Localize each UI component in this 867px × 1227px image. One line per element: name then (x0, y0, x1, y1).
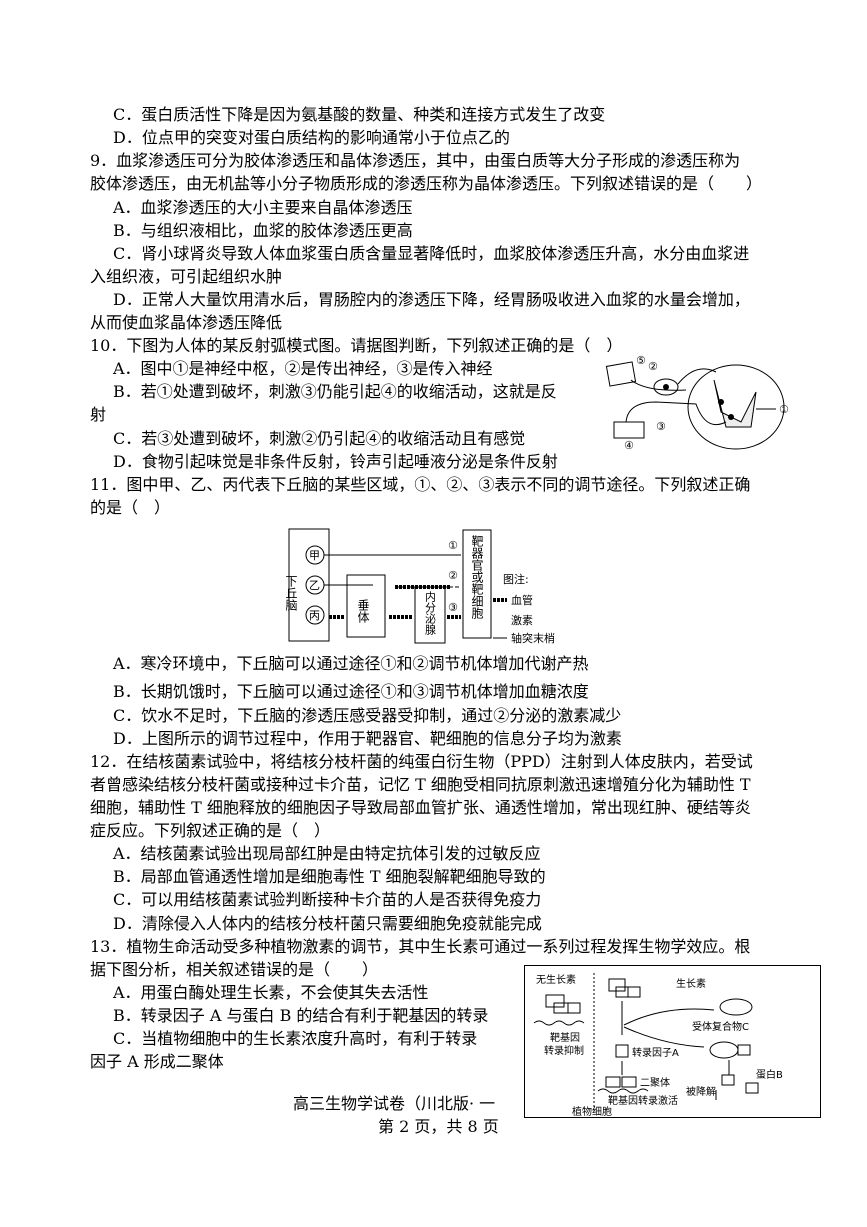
option-line: A．结核菌素试验出现局部红肿是由特定抗体引发的过敏反应 (113, 844, 541, 863)
auxin-label: 生长素 (676, 977, 706, 990)
repression-label: 转录抑制 (544, 1044, 584, 1057)
question-line: 12．在结核菌素试验中，将结核分枝杆菌的纯蛋白衍生物（PPD）注射到人体皮肤内，… (90, 752, 753, 771)
option-line: C．当植物细胞中的生长素浓度升高时，有利于转录 (113, 1029, 478, 1048)
question-line: 者曾感染结核分枝杆菌或接种过卡介苗，记忆 T 细胞受相同抗原刺激迅速增殖分化为辅… (90, 775, 751, 794)
activation-label: 靶基因转录激活 (608, 1094, 678, 1107)
page-number: 第 2 页，共 8 页 (378, 1117, 499, 1136)
option-line: C．蛋白质活性下降是因为氨基酸的数量、种类和连接方式发生了改变 (113, 105, 606, 124)
option-line: A．寒冷环境中，下丘脑可以通过途径①和②调节机体增加代谢产热 (113, 654, 589, 673)
label-1: ① (779, 403, 789, 416)
pathway-3: ③ (448, 601, 458, 614)
option-line: D．位点甲的突变对蛋白质结构的影响通常小于位点乙的 (113, 128, 510, 147)
target-label: 靶器官或靶细胞 (470, 535, 484, 620)
degraded-label: 被降解 (686, 1085, 716, 1098)
pituitary-label: 垂体 (356, 599, 370, 624)
gland-label: 内分泌腺 (424, 590, 437, 636)
tf-a-label: 转录因子A (632, 1046, 679, 1059)
option-line: B．局部血管通透性增加是细胞毒性 T 细胞裂解靶细胞导致的 (113, 867, 546, 886)
option-line: A．图中①是神经中枢，②是传出神经，③是传入神经 (113, 359, 493, 378)
legend-vessel: 血管 (511, 593, 533, 607)
option-line: B．转录因子 A 与蛋白 B 的结合有利于靶基因的转录 (113, 1006, 489, 1025)
auxin-signaling-figure: 无生长素 靶基因 转录抑制 生长素 受体复合物C 转录因子A 二聚体 靶基因转录… (524, 965, 821, 1118)
question-line: 症反应。下列叙述正确的是（ ） (90, 821, 331, 840)
option-line: B．与组织液相比，血浆的胶体渗透压更高 (113, 221, 413, 240)
question-line: 11．图中甲、乙、丙代表下丘脑的某些区域，①、②、③表示不同的调节途径。下列叙述… (90, 475, 751, 494)
label-4: ④ (624, 439, 634, 452)
question-line: 13．植物生命活动受多种植物激素的调节，其中生长素可通过一系列过程发挥生物学效应… (90, 937, 751, 956)
option-line: C．饮水不足时，下丘脑的渗透压感受器受抑制，通过②分泌的激素减少 (113, 706, 622, 725)
footer-title: 高三生物学试卷（川北版· 一 (293, 1094, 496, 1113)
option-line: B．长期饥饿时，下丘脑可以通过途径①和③调节机体增加血糖浓度 (113, 682, 589, 701)
legend-title: 图注: (503, 572, 529, 586)
target-gene-label: 靶基因 (550, 1031, 580, 1044)
option-line: C．可以用结核菌素试验判断接种卡介苗的人是否获得免疫力 (113, 890, 542, 909)
option-line: A．血浆渗透压的大小主要来自晶体渗透压 (113, 198, 413, 217)
yi-label: 乙 (309, 579, 320, 592)
question-line: 射 (90, 405, 107, 424)
reflex-arc-figure: ① ② ③ ④ ⑤ (596, 352, 796, 452)
option-line: B．若①处遭到破坏，刺激③仍能引起④的收缩活动，这就是反 (113, 382, 557, 401)
pathway-1: ① (448, 539, 458, 552)
dimer-label: 二聚体 (640, 1077, 670, 1089)
label-5: ⑤ (636, 354, 646, 367)
question-line: 因子 A 形成二聚体 (90, 1052, 224, 1071)
legend-axon: 轴突末梢 (511, 631, 555, 645)
jia-label: 甲 (309, 549, 320, 562)
option-line: C．若③处遭到破坏，刺激②仍引起④的收缩活动且有感觉 (113, 429, 526, 448)
hypothalamus-figure: 甲 乙 丙 下丘脑 垂体 内分泌腺 靶器官或靶细胞 ① ② ③ 图注: 血管 激… (285, 525, 615, 647)
option-line: D．清除侵入人体内的结核分枝杆菌只需要细胞免疫就能完成 (113, 914, 542, 933)
label-3: ③ (656, 420, 666, 433)
question-line: 胶体渗透压，由无机盐等小分子物质形成的渗透压称为晶体渗透压。下列叙述错误的是（ … (90, 174, 763, 193)
complex-c-label: 受体复合物C (692, 1020, 749, 1033)
question-line: 从而使血浆晶体渗透压降低 (90, 313, 283, 332)
option-line: D．正常人大量饮用清水后，胃肠腔内的渗透压下降，经胃肠吸收进入血浆的水量会增加， (113, 290, 750, 309)
option-line: A．用蛋白酶处理生长素，不会使其失去活性 (113, 983, 429, 1002)
pathway-2: ② (448, 569, 458, 582)
question-line: 据下图分析，相关叙述错误的是（ ） (90, 960, 379, 979)
legend-hormone: 激素 (511, 613, 533, 627)
option-line: C．肾小球肾炎导致人体血浆蛋白质含量显著降低时，血浆胶体渗透压升高，水分由血浆进 (113, 244, 750, 263)
question-line: 细胞，辅助性 T 细胞释放的细胞因子导致局部血管扩张、通透性增加，常出现红肿、硬… (90, 798, 751, 817)
protein-b-label: 蛋白B (756, 1068, 783, 1081)
question-line: 入组织液，可引起组织水肿 (90, 267, 283, 286)
bing-label: 丙 (309, 609, 320, 622)
no-auxin-label: 无生长素 (536, 973, 576, 986)
hypothalamus-label: 下丘脑 (285, 575, 298, 611)
question-line: 10．下图为人体的某反射弧模式图。请据图判断，下列叙述正确的是（ ） (90, 336, 623, 355)
plant-cell-label: 植物细胞 (572, 1105, 612, 1118)
option-line: D．上图所示的调节过程中，作用于靶器官、靶细胞的信息分子均为激素 (113, 729, 622, 748)
question-line: 的是（ ） (90, 498, 171, 517)
label-2: ② (648, 360, 658, 373)
option-line: D．食物引起味觉是非条件反射，铃声引起唾液分泌是条件反射 (113, 452, 558, 471)
question-line: 9．血浆渗透压可分为胶体渗透压和晶体渗透压，其中，由蛋白质等大分子形成的渗透压称… (90, 151, 741, 170)
